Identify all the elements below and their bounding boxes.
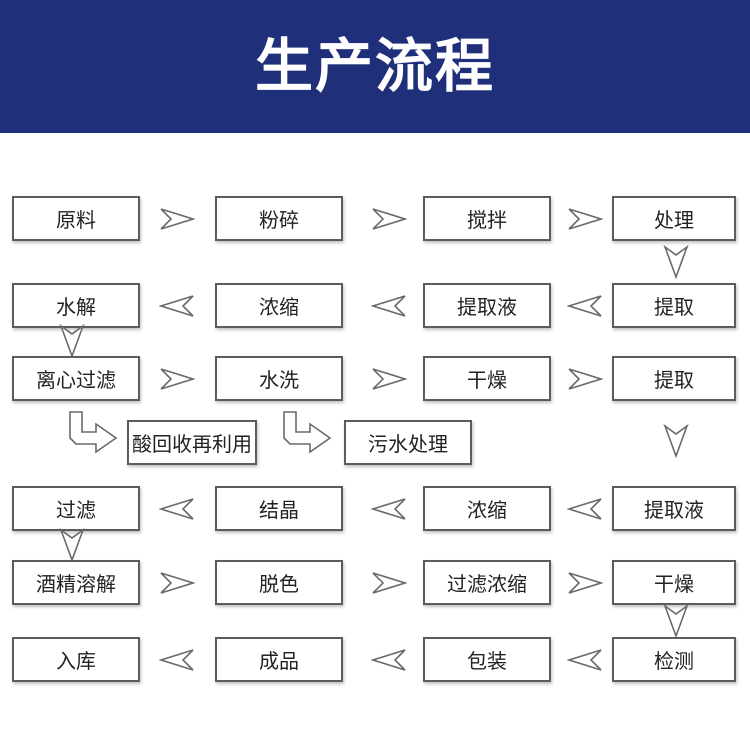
arrow-left-icon	[567, 497, 602, 520]
step-r4c4: 提取液	[612, 486, 736, 531]
arrow-left-icon	[371, 648, 406, 671]
step-r1c1: 原料	[12, 196, 140, 241]
page-title: 生产流程	[254, 32, 495, 100]
step-side1: 酸回收再利用	[127, 420, 257, 465]
bent-arrow-icon	[283, 411, 332, 454]
arrow-left-icon	[371, 497, 406, 520]
step-r6c3: 包装	[423, 637, 551, 682]
step-side2: 污水处理	[344, 420, 472, 465]
arrow-down-icon	[663, 604, 689, 638]
step-r6c2: 成品	[215, 637, 343, 682]
step-r5c1: 酒精溶解	[12, 560, 140, 605]
step-r3c4: 提取	[612, 356, 736, 401]
step-r5c3: 过滤浓缩	[423, 560, 551, 605]
step-r1c4: 处理	[612, 196, 736, 241]
step-r4c3: 浓缩	[423, 486, 551, 531]
arrow-left-icon	[159, 497, 194, 520]
arrow-left-icon	[159, 294, 194, 317]
header-banner: 生产流程	[0, 0, 750, 133]
step-r3c2: 水洗	[215, 356, 343, 401]
arrow-down-icon	[663, 245, 689, 279]
bent-arrow-icon	[69, 411, 118, 454]
arrow-right-icon	[372, 571, 407, 594]
arrow-right-icon	[372, 367, 407, 390]
step-r1c3: 搅拌	[423, 196, 551, 241]
arrow-down-icon	[59, 528, 85, 562]
step-r1c2: 粉碎	[215, 196, 343, 241]
arrow-right-icon	[568, 207, 603, 230]
step-r5c4: 干燥	[612, 560, 736, 605]
step-r3c3: 干燥	[423, 356, 551, 401]
arrow-left-icon	[159, 648, 194, 671]
arrow-right-icon	[372, 207, 407, 230]
arrow-right-icon	[568, 367, 603, 390]
step-r6c4: 检测	[612, 637, 736, 682]
step-r2c1: 水解	[12, 283, 140, 328]
arrow-right-icon	[160, 367, 195, 390]
step-r4c1: 过滤	[12, 486, 140, 531]
arrow-right-icon	[160, 207, 195, 230]
step-r2c4: 提取	[612, 283, 736, 328]
arrow-left-icon	[371, 294, 406, 317]
arrow-down-icon	[663, 424, 689, 458]
arrow-down-icon	[59, 324, 85, 358]
step-r2c3: 提取液	[423, 283, 551, 328]
arrow-left-icon	[567, 648, 602, 671]
arrow-right-icon	[568, 571, 603, 594]
step-r4c2: 结晶	[215, 486, 343, 531]
step-r3c1: 离心过滤	[12, 356, 140, 401]
step-r5c2: 脱色	[215, 560, 343, 605]
arrow-left-icon	[567, 294, 602, 317]
arrow-right-icon	[160, 571, 195, 594]
step-r6c1: 入库	[12, 637, 140, 682]
step-r2c2: 浓缩	[215, 283, 343, 328]
